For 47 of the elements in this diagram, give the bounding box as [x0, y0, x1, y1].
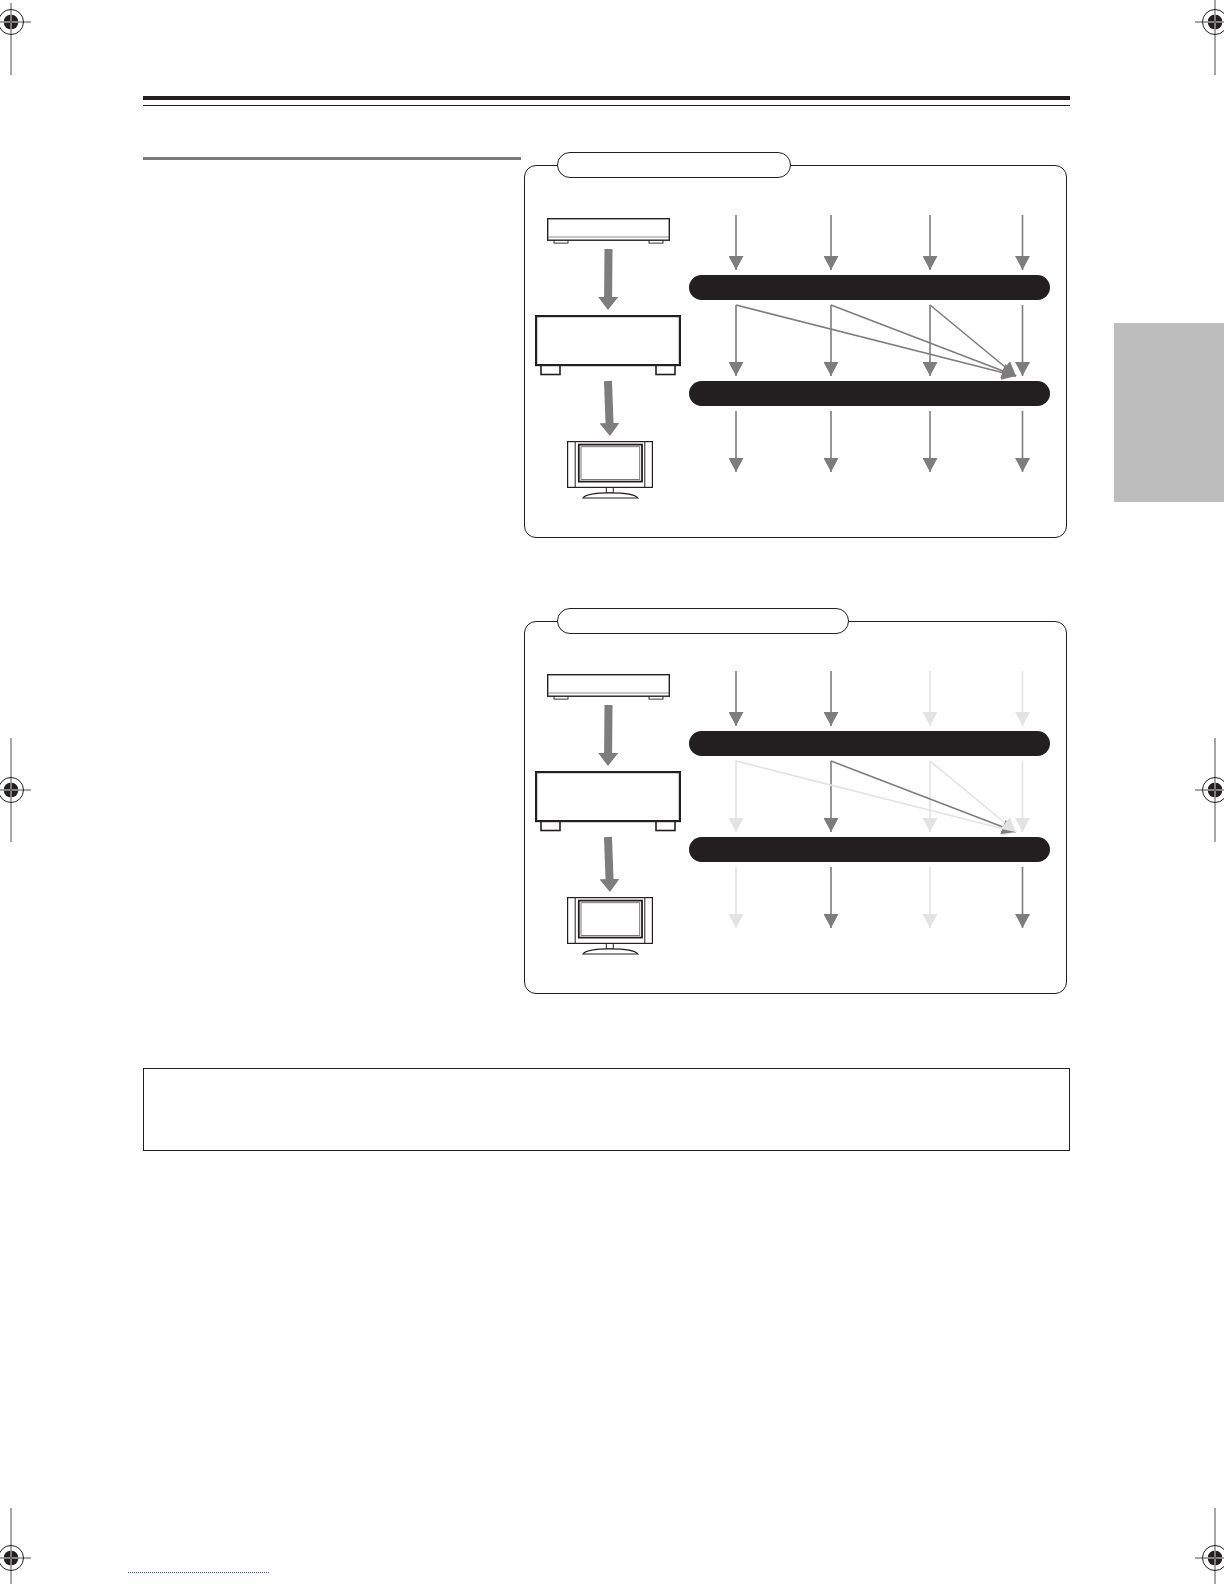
arrow: [735, 760, 1017, 836]
arrow: [922, 304, 938, 377]
arrow: [1015, 214, 1030, 271]
arrow: [598, 704, 619, 766]
arrow: [1015, 410, 1030, 473]
title-tab: [557, 152, 791, 178]
arrow: [598, 248, 619, 310]
arrow: [929, 760, 1017, 833]
tv-icon: [566, 896, 653, 955]
receiver-icon: [534, 314, 681, 376]
arrow: [728, 670, 744, 727]
arrow: [728, 214, 744, 271]
arrow: [1015, 866, 1030, 929]
rounded-bar: [688, 274, 1050, 300]
arrow: [599, 380, 620, 436]
arrow: [922, 214, 938, 271]
side-tab: [1114, 323, 1224, 502]
player-icon: [546, 217, 670, 244]
player-icon: [546, 673, 670, 700]
arrow: [922, 760, 938, 833]
rounded-bar: [688, 730, 1050, 756]
arrow: [1015, 304, 1030, 377]
arrow: [922, 866, 938, 929]
arrow: [728, 304, 744, 377]
arrow: [599, 836, 620, 892]
arrow: [1015, 760, 1030, 833]
arrow: [728, 866, 744, 929]
arrow: [728, 760, 744, 833]
arrow: [823, 670, 839, 727]
arrow: [922, 410, 938, 473]
tv-icon: [566, 440, 653, 499]
title-tab: [557, 608, 849, 634]
rounded-bar: [688, 380, 1050, 406]
arrow: [823, 760, 839, 833]
arrow: [922, 670, 938, 727]
diagram-panel: [523, 165, 1067, 538]
receiver-icon: [534, 770, 681, 832]
arrow: [929, 304, 1017, 377]
arrow: [1015, 670, 1030, 727]
arrow: [823, 866, 839, 929]
arrow: [823, 214, 839, 271]
arrow: [823, 304, 839, 377]
arrow: [823, 410, 839, 473]
diagram-panel: [523, 621, 1067, 994]
arrow: [728, 410, 744, 473]
arrow: [735, 304, 1017, 380]
rounded-bar: [688, 836, 1050, 862]
